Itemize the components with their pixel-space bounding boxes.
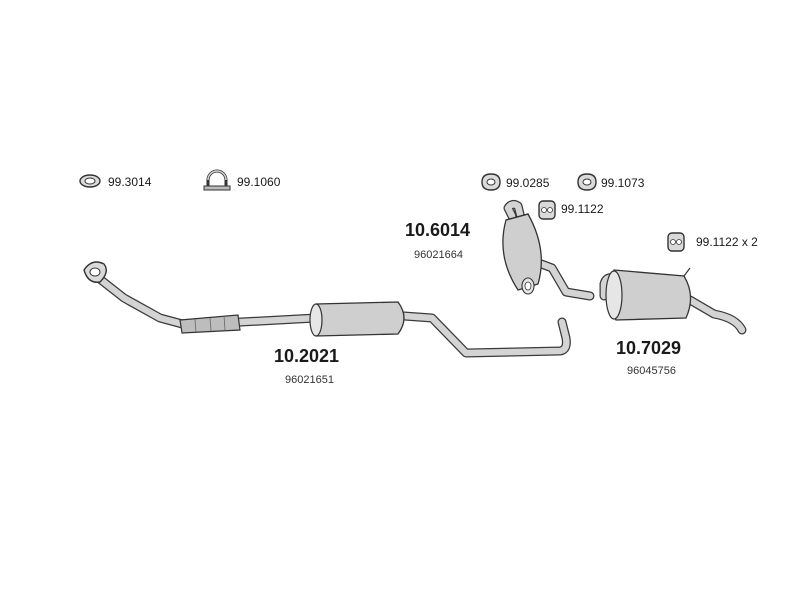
part-number: 10.2021: [274, 346, 339, 366]
part-number: 10.6014: [405, 220, 470, 240]
front-pipe-middle-silencer: [83, 261, 571, 358]
oem-number: 96045756: [627, 365, 676, 377]
oem-number: 96021651: [285, 374, 334, 386]
accessory-label: 99.1122: [561, 202, 604, 216]
part-number: 10.7029: [616, 338, 681, 358]
middle-silencer: [502, 199, 595, 301]
u-bolt-clamp-icon: [203, 169, 231, 191]
oem-number: 96021664: [414, 249, 463, 261]
accessory-label: 99.1122 x 2: [696, 235, 758, 249]
gasket-ring-icon: [481, 173, 501, 191]
rubber-hanger-icon: [667, 232, 685, 252]
accessory-label: 99.1060: [237, 175, 281, 189]
rubber-hanger-icon: [538, 200, 556, 220]
gasket-ring-icon: [577, 173, 597, 191]
accessory-label: 99.3014: [108, 175, 152, 189]
accessory-label: 99.1073: [601, 176, 645, 190]
accessory-label: 99.0285: [506, 176, 550, 190]
rear-silencer: [599, 267, 747, 335]
clamp-ring-icon: [79, 174, 101, 188]
